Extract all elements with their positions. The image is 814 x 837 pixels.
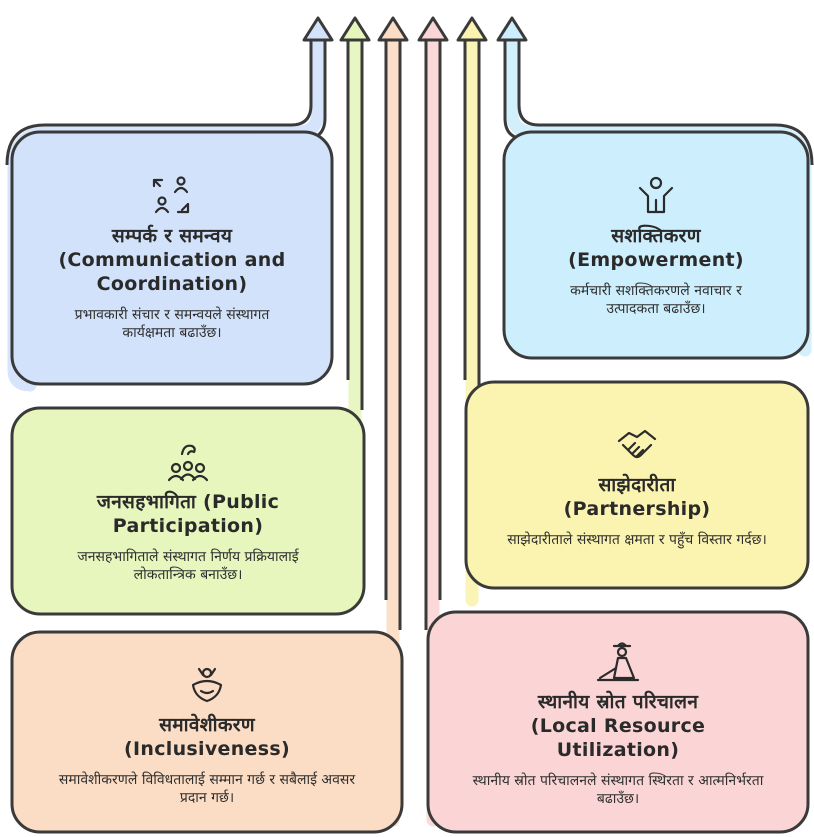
card-inclusiveness: समावेशीकरण (Inclusiveness) समावेशीकरणले … bbox=[12, 640, 402, 830]
arrowhead-green bbox=[339, 16, 371, 42]
handshake-icon bbox=[615, 423, 659, 467]
people-exchange-icon bbox=[150, 174, 194, 218]
card-description: समावेशीकरणले विविधतालाई सम्मान गर्छ र सब… bbox=[58, 772, 356, 806]
card-title-en: (Empowerment) bbox=[568, 249, 744, 271]
card-description: स्थानीय स्रोत परिचालनले संस्थागत स्थिरता… bbox=[472, 773, 764, 807]
arrowhead-blue bbox=[302, 16, 334, 42]
card-bg-participation bbox=[10, 406, 366, 616]
card-title-np: साझेदारीता bbox=[598, 474, 676, 496]
card-title-np: जनसहभागिता (Public bbox=[96, 491, 280, 513]
card-description: जनसहभागिताले संस्थागत निर्णय प्रक्रियाला… bbox=[77, 549, 299, 583]
card-bg-partnership bbox=[464, 380, 810, 590]
card-bg-communication bbox=[10, 130, 334, 386]
card-local-resource: स्थानीय स्रोत परिचालन (Local Resource Ut… bbox=[428, 620, 808, 828]
card-title-np: स्थानीय स्रोत परिचालन bbox=[537, 691, 699, 713]
card-title-en: (Local Resource Utilization) bbox=[530, 715, 706, 761]
card-description: प्रभावकारी संचार र समन्वयले संस्थागत कार… bbox=[74, 307, 270, 341]
card-participation: जनसहभागिता (Public Participation) जनसहभा… bbox=[12, 414, 364, 610]
card-title-en: (Inclusiveness) bbox=[124, 738, 290, 760]
card-description: साझेदारीताले संस्थागत क्षमता र पहुँच विस… bbox=[507, 532, 767, 548]
card-bg-inclusiveness bbox=[10, 630, 404, 834]
card-bg-empowerment bbox=[502, 130, 810, 360]
card-title-en: (Communication and Coordination) bbox=[58, 249, 286, 295]
card-partnership: साझेदारीता (Partnership) साझेदारीताले सं… bbox=[466, 390, 808, 582]
arrowhead-pink bbox=[417, 16, 449, 42]
card-title-np: सशक्तिकरण bbox=[611, 225, 701, 247]
card-communication: सम्पर्क र समन्वय (Communication and Coor… bbox=[12, 140, 332, 376]
arrowhead-cyan bbox=[496, 16, 528, 42]
card-title-en: (Partnership) bbox=[563, 498, 711, 520]
farmer-plough-icon bbox=[596, 640, 640, 684]
person-raised-arms-icon bbox=[634, 174, 678, 218]
card-title-np: समावेशीकरण bbox=[159, 714, 255, 736]
card-description: कर्मचारी सशक्तिकरणले नवाचार र उत्पादकता … bbox=[570, 283, 742, 317]
arrowhead-yellow bbox=[456, 16, 488, 42]
arrowhead-orange bbox=[377, 16, 409, 42]
card-bg-local-resource bbox=[426, 610, 810, 834]
card-title-np: सम्पर्क र समन्वय bbox=[111, 225, 233, 247]
card-title-en: Participation) bbox=[112, 515, 264, 537]
embrace-person-icon bbox=[185, 663, 229, 707]
group-hands-icon bbox=[166, 440, 210, 484]
card-empowerment: सशक्तिकरण (Empowerment) कर्मचारी सशक्तिक… bbox=[504, 140, 808, 352]
